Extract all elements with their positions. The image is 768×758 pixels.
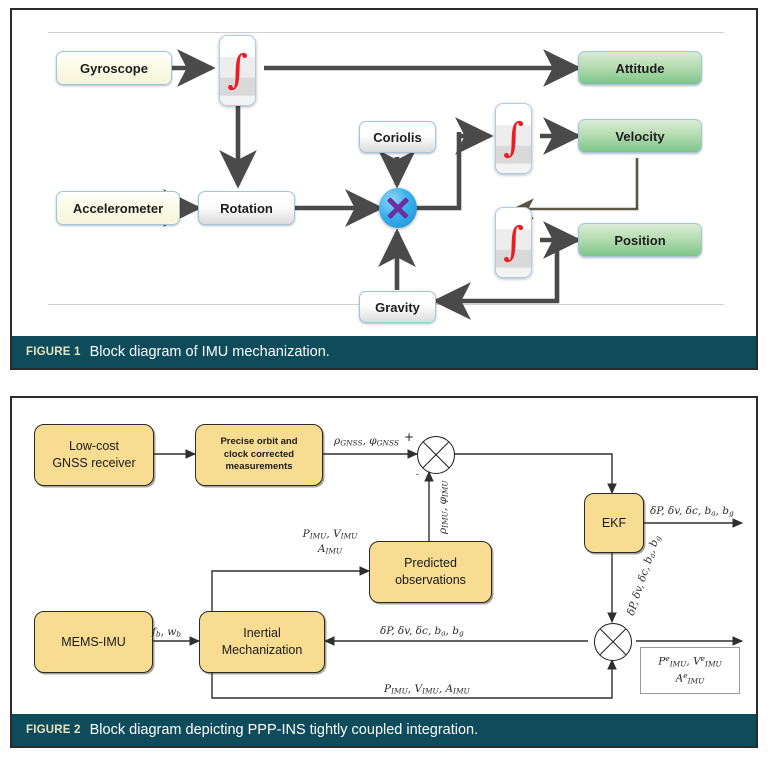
block-position-label: Position xyxy=(614,232,666,248)
integrator-position[interactable]: ∫ xyxy=(495,207,532,278)
integrator-attitude[interactable]: ∫ xyxy=(219,35,256,106)
label-ekf-output: δP, δv, δc, ba, bg xyxy=(650,505,734,518)
figure1-top-rule xyxy=(48,32,724,33)
block-predicted-observations[interactable]: Predicted observations xyxy=(369,541,492,603)
block-precise-orbit[interactable]: Precise orbit and clock corrected measur… xyxy=(195,424,323,486)
block-velocity-label: Velocity xyxy=(615,128,665,144)
block-mems-imu-label: MEMS-IMU xyxy=(61,634,126,649)
integral-icon: ∫ xyxy=(503,114,524,161)
block-rotation[interactable]: Rotation xyxy=(198,191,295,225)
summing-junction-correction[interactable] xyxy=(594,623,632,661)
label-imu-pva: PIMU, VIMU, AIMU xyxy=(384,683,470,696)
figure1-caption-bar: FIGURE 1 Block diagram of IMU mechanizat… xyxy=(12,336,756,368)
label-correction-feedback: δP, δv, δc, ba, bg xyxy=(380,625,464,638)
integral-icon: ∫ xyxy=(227,46,248,93)
block-accelerometer[interactable]: Accelerometer xyxy=(56,191,180,225)
summing-junction-measurement[interactable] xyxy=(417,436,455,474)
block-gyroscope[interactable]: Gyroscope xyxy=(56,51,172,85)
block-coriolis[interactable]: Coriolis xyxy=(359,121,436,153)
label-imu-raw: fb, wb xyxy=(152,626,182,639)
label-minus-sign: - xyxy=(416,470,420,480)
block-gnss-receiver-line1: Low-cost xyxy=(68,439,120,454)
multiplier-node[interactable] xyxy=(379,188,417,228)
figure2-caption-bar: FIGURE 2 Block diagram depicting PPP-INS… xyxy=(12,714,756,746)
label-box-ecef-state: PeIMU, VeIMU AeIMU xyxy=(640,647,740,694)
figure1-connectors xyxy=(163,49,639,320)
block-inertial-mechanization-line1: Inertial xyxy=(243,626,281,641)
block-precise-orbit-line3: measurements xyxy=(225,461,293,473)
block-gnss-receiver-line2: GNSS receiver xyxy=(52,456,136,470)
block-attitude[interactable]: Attitude xyxy=(578,51,702,85)
label-imu-measurements: ρIMU, φIMU xyxy=(437,480,450,534)
block-precise-orbit-line2: clock corrected xyxy=(223,448,295,460)
block-predicted-observations-line2: observations xyxy=(395,573,466,587)
block-precise-orbit-line1: Precise orbit and xyxy=(220,435,298,447)
figure1-caption-text: Block diagram of IMU mechanization. xyxy=(89,344,330,360)
label-ecef-a: AeIMU xyxy=(675,670,705,685)
block-ekf-label: EKF xyxy=(601,516,627,530)
block-gnss-receiver[interactable]: Low-cost GNSS receiver xyxy=(34,424,154,486)
block-coriolis-label: Coriolis xyxy=(373,129,422,145)
block-gravity-label: Gravity xyxy=(375,299,420,315)
block-mems-imu[interactable]: MEMS-IMU xyxy=(34,611,153,673)
label-gnss-measurements: ρGNSS, φGNSS xyxy=(334,435,399,448)
label-plus-sign: + xyxy=(404,430,415,444)
block-gyroscope-label: Gyroscope xyxy=(80,60,148,76)
block-position[interactable]: Position xyxy=(578,223,702,257)
figure2-caption-text: Block diagram depicting PPP-INS tightly … xyxy=(89,722,479,738)
block-inertial-mechanization[interactable]: Inertial Mechanization xyxy=(199,611,325,673)
integral-icon: ∫ xyxy=(503,218,524,265)
block-gravity[interactable]: Gravity xyxy=(359,291,436,323)
figure-1-panel: Gyroscope Accelerometer Rotation Corioli… xyxy=(10,8,758,370)
figure2-caption-tag: FIGURE 2 xyxy=(26,724,81,736)
block-velocity[interactable]: Velocity xyxy=(578,119,702,153)
block-ekf[interactable]: EKF xyxy=(584,493,644,553)
block-inertial-mechanization-line2: Mechanization xyxy=(221,643,303,657)
block-predicted-observations-line1: Predicted xyxy=(404,556,457,571)
figure-2-panel: Low-cost GNSS receiver Precise orbit and… xyxy=(10,396,758,748)
block-attitude-label: Attitude xyxy=(615,60,665,76)
block-rotation-label: Rotation xyxy=(220,200,273,216)
figure1-caption-tag: FIGURE 1 xyxy=(26,346,81,358)
figure1-canvas xyxy=(12,10,756,368)
label-ecef-pv: PeIMU, VeIMU xyxy=(658,654,722,669)
integrator-velocity[interactable]: ∫ xyxy=(495,103,532,174)
block-accelerometer-label: Accelerometer xyxy=(72,200,164,216)
